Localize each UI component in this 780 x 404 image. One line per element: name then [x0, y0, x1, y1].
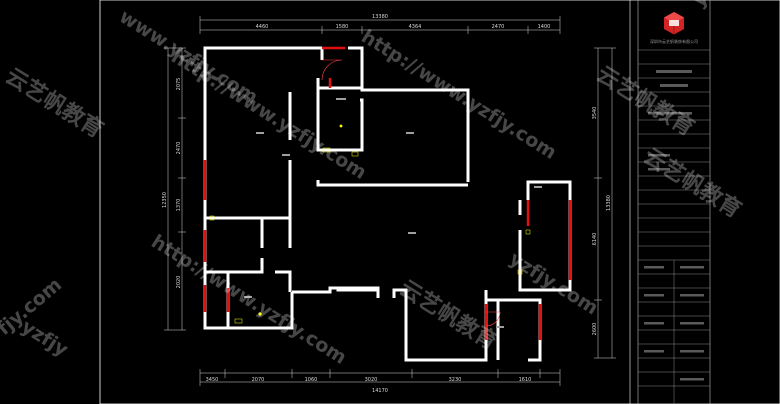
dim-right-seg-1: 3540 — [592, 107, 598, 120]
dim-top-seg-5: 1400 — [538, 24, 551, 30]
dim-left-overall: 12350 — [162, 192, 168, 208]
dim-bottom-seg-5: 3230 — [449, 377, 462, 383]
drawing-frame — [99, 0, 780, 404]
dim-bottom-overall: 14170 — [372, 388, 388, 394]
dim-left-seg-4: 2020 — [176, 276, 182, 289]
watermark-cn-1: 云艺帆教育 — [1, 63, 108, 143]
dim-right-overall: 13380 — [606, 195, 612, 211]
dim-top-seg-2: 1580 — [336, 24, 349, 30]
watermark-url-5: http://www.yzfjy.com — [167, 46, 370, 184]
fixtures — [209, 124, 531, 324]
dimension-lines — [164, 16, 616, 386]
floor-plan-walls[interactable] — [203, 46, 572, 362]
watermark-url-6: yzfjy.com — [689, 0, 780, 12]
dim-bottom-seg-3: 1060 — [305, 377, 318, 383]
dim-top-overall: 13380 — [372, 14, 388, 20]
dim-top-seg-1: 4460 — [256, 24, 269, 30]
dim-bottom-seg-1: 3450 — [206, 377, 219, 383]
door-swings — [321, 59, 501, 327]
dim-left-seg-3: 1370 — [176, 199, 182, 212]
dim-left-seg-1: 2075 — [176, 78, 182, 91]
watermark-url-8: yzfjy — [17, 316, 72, 362]
window-openings — [203, 46, 572, 340]
watermark-url-2: http://www.yzfjy.com — [357, 26, 560, 164]
dim-top-seg-3: 4364 — [409, 24, 422, 30]
dim-bottom-seg-2: 2070 — [252, 377, 265, 383]
watermark-cn-2: 云艺帆教育 — [592, 61, 699, 141]
dim-right-seg-3: 2600 — [592, 323, 598, 336]
dim-bottom-seg-6: 1610 — [519, 377, 532, 383]
watermark-cn-4: 云艺帆教育 — [639, 143, 746, 223]
watermark-url-3: http://www.yzfjy.com — [147, 231, 350, 369]
dim-right-seg-2: 6140 — [592, 233, 598, 246]
company-name: 深圳市云艺帆装饰有限公司 — [650, 38, 698, 44]
dim-left-seg-2: 2470 — [176, 142, 182, 155]
dim-bottom-seg-4: 3020 — [365, 377, 378, 383]
title-block: 深圳市云艺帆装饰有限公司 — [637, 0, 711, 404]
company-logo-icon — [664, 12, 684, 35]
room-marks — [244, 98, 542, 328]
dim-top-seg-4: 2470 — [492, 24, 505, 30]
